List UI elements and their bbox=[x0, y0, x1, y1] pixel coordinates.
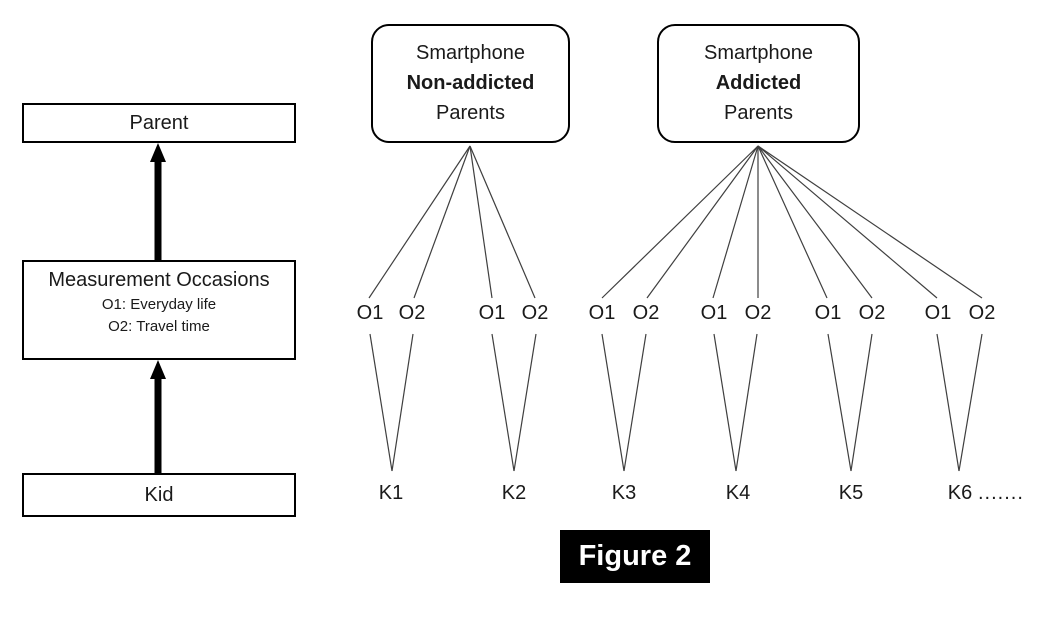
arrow-measurement-to-parent bbox=[150, 143, 166, 260]
fan-lines-addicted-parents bbox=[601, 145, 983, 299]
more-kids-ellipsis: ....... bbox=[978, 482, 1024, 504]
occasion-label-o1-k6: O1 bbox=[924, 302, 952, 324]
measurement-occasion1-label: O1: Everyday life bbox=[101, 296, 217, 313]
occasion-label-o2-k4: O2 bbox=[744, 302, 772, 324]
occasion-label-o1-k2: O1 bbox=[478, 302, 506, 324]
addicted-box-line3: Parents bbox=[724, 102, 793, 124]
nonaddicted-box-line2: Non-addicted bbox=[406, 72, 535, 94]
nonaddicted-box-line1: Smartphone bbox=[416, 42, 525, 64]
occasion-label-o2-k3: O2 bbox=[632, 302, 660, 324]
figure-caption: Figure 2 bbox=[560, 530, 710, 583]
measurement-occasion2-label: O2: Travel time bbox=[108, 318, 210, 335]
occasion-label-o2-k1: O2 bbox=[398, 302, 426, 324]
figure-caption-label: Figure 2 bbox=[578, 540, 692, 572]
kid-label-k2: K2 bbox=[501, 482, 527, 504]
v-lines-k6 bbox=[936, 333, 983, 472]
kid-label-k5: K5 bbox=[838, 482, 864, 504]
occasion-label-o1-k1: O1 bbox=[356, 302, 384, 324]
occasion-label-o2-k2: O2 bbox=[521, 302, 549, 324]
kid-label-k6: K6 bbox=[947, 482, 973, 504]
arrow-kid-to-measurement bbox=[150, 360, 166, 473]
kid-label-k1: K1 bbox=[378, 482, 404, 504]
kid-box-label: Kid bbox=[144, 483, 174, 506]
measurement-box-title: Measurement Occasions bbox=[48, 269, 270, 291]
occasion-label-o1-k3: O1 bbox=[588, 302, 616, 324]
nonaddicted-parents-box: Smartphone Non-addicted Parents bbox=[371, 24, 570, 143]
occasion-label-o1-k5: O1 bbox=[814, 302, 842, 324]
occasion-label-o2-k5: O2 bbox=[858, 302, 886, 324]
v-lines-k2 bbox=[491, 333, 537, 472]
parent-box-label: Parent bbox=[129, 111, 189, 134]
v-lines-k4 bbox=[713, 333, 758, 472]
addicted-box-line2: Addicted bbox=[715, 72, 802, 94]
v-lines-k1 bbox=[369, 333, 414, 472]
kid-box: Kid bbox=[22, 473, 296, 517]
v-lines-k3 bbox=[601, 333, 647, 472]
addicted-parents-box: Smartphone Addicted Parents bbox=[657, 24, 860, 143]
parent-box: Parent bbox=[22, 103, 296, 143]
kid-label-k3: K3 bbox=[611, 482, 637, 504]
v-lines-k5 bbox=[827, 333, 873, 472]
addicted-box-line1: Smartphone bbox=[704, 42, 813, 64]
nonaddicted-box-line3: Parents bbox=[436, 102, 505, 124]
kid-label-k4: K4 bbox=[725, 482, 751, 504]
occasion-label-o1-k4: O1 bbox=[700, 302, 728, 324]
occasion-label-o2-k6: O2 bbox=[968, 302, 996, 324]
fan-lines-nonaddicted-parents bbox=[368, 145, 536, 299]
measurement-occasions-box: Measurement Occasions O1: Everyday life … bbox=[22, 260, 296, 360]
